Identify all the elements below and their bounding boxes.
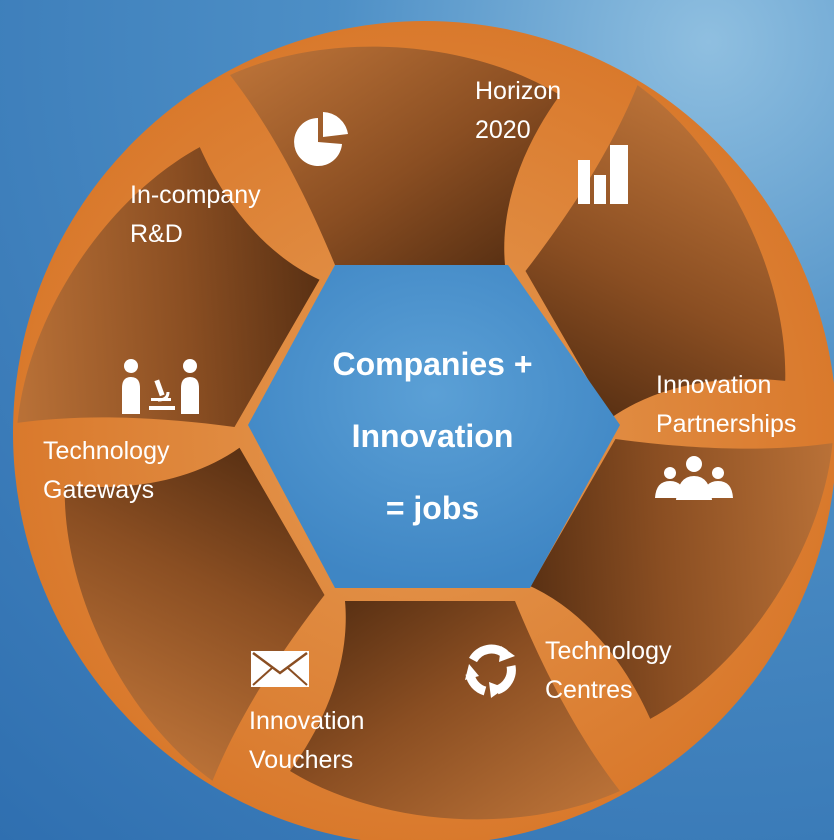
swirl-blade (530, 439, 833, 719)
swirl-blade (290, 601, 620, 820)
segment-horizon-label: Horizon 2020 (475, 72, 561, 150)
segment-gateways-line1: Technology (43, 437, 170, 465)
segment-rnd-line1: In-company (130, 181, 261, 209)
segment-vouchers-label: Innovation Vouchers (249, 702, 364, 780)
center-line-1: Companies + (332, 346, 533, 382)
segment-partnerships-line2: Partnerships (656, 410, 797, 438)
segment-rnd-line2: R&D (130, 220, 183, 248)
center-line-2: Innovation (351, 418, 514, 454)
segment-partnerships-line1: Innovation (656, 371, 772, 399)
swirl-blades (17, 46, 833, 820)
envelope-icon (251, 651, 309, 687)
bar-chart-icon (578, 145, 628, 204)
group-people-icon (655, 456, 733, 500)
segment-partnerships-label: Innovation Partnerships (656, 366, 796, 444)
swirl-blade (525, 85, 786, 419)
segment-centres-line1: Technology (545, 637, 672, 665)
segment-gateways-label: Technology Gateways (43, 432, 169, 510)
segment-rnd-label: In-company R&D (130, 176, 261, 254)
center-hexagon (248, 265, 620, 588)
segment-gateways-line2: Gateways (43, 476, 155, 504)
segment-centres-label: Technology Centres (545, 632, 671, 710)
cycle-arrowheads (465, 646, 515, 698)
segment-horizon-line1: Horizon (475, 77, 562, 105)
segment-centres-line2: Centres (545, 676, 633, 704)
segment-vouchers-line2: Vouchers (249, 746, 354, 774)
center-line-3: = jobs (385, 490, 480, 526)
swirl-blade (17, 147, 320, 427)
scientists-microscope-icon (122, 359, 199, 414)
segment-horizon-line2: 2020 (475, 116, 531, 144)
swirl-blade (230, 46, 560, 265)
swirl-blade (64, 447, 325, 781)
pie-chart-icon (294, 112, 348, 166)
segment-vouchers-line1: Innovation (249, 707, 365, 735)
